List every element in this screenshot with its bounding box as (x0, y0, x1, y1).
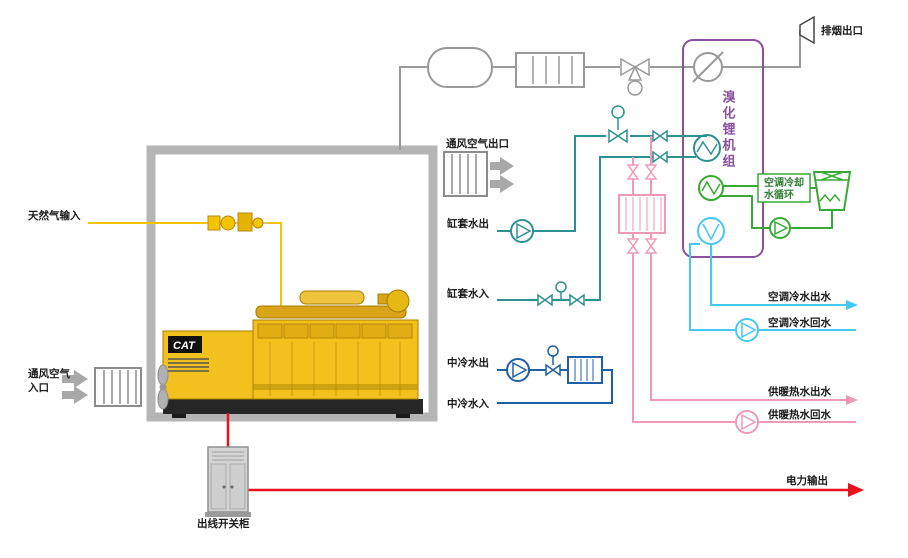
heating-valves (626, 164, 658, 254)
power-output-label: 电力输出 (786, 474, 828, 487)
vent-inlet-louver (94, 367, 142, 407)
generator-hx-icon (693, 134, 721, 162)
jacket-water-pump-icon (510, 219, 534, 243)
cat-logo: CAT (173, 340, 196, 352)
ac-chilled-water-out-label: 空调冷水出水 (768, 290, 831, 303)
cooling-water-label-box (757, 173, 811, 203)
natural-gas-input-label: 天然气输入 (28, 209, 81, 222)
cooling-tower-icon (812, 171, 852, 211)
generator-set: CAT (162, 289, 423, 418)
machine-room-wall (146, 145, 438, 422)
muffler (427, 47, 493, 88)
chilled-out-arrow (846, 300, 858, 310)
ac-cooling-label-2: 水循环 (763, 188, 794, 201)
heating-water-out-label: 供暖热水出水 (767, 385, 831, 398)
condenser-icon (698, 175, 724, 201)
exhaust-outlet-label: 排烟出口 (821, 24, 863, 37)
jacket-bypass-valves (537, 281, 585, 307)
heat-recovery-unit (515, 52, 585, 88)
jacket-water-out-label: 缸套水出 (446, 217, 489, 230)
chilled-water-pump-icon (735, 318, 759, 342)
evaporator-icon (697, 217, 725, 245)
ventilation-fan-icon (157, 364, 169, 410)
jacket-water-pipes (497, 135, 707, 301)
ac-chilled-water-return-label: 空调冷水回水 (768, 316, 831, 329)
jacket-isolation-valves (652, 129, 668, 164)
cooling-water-pump-icon (769, 217, 791, 239)
exhaust-outlet-horn (799, 15, 815, 45)
ac-cooling-label-1: 空调冷却 (764, 176, 804, 189)
exhaust-pipes (399, 30, 801, 150)
gas-train (206, 212, 268, 232)
vent-air-inlet-label-1: 通风空气 (28, 367, 70, 380)
gas-line (88, 222, 282, 306)
switchgear-cabinet (205, 446, 251, 517)
vent-outlet-arrows (490, 157, 514, 193)
heating-pump-icon (735, 410, 759, 434)
intercooler-water-out-label: 中冷水出 (447, 356, 489, 369)
intercooler-water-in-label: 中冷水入 (447, 397, 489, 410)
vent-air-outlet-label: 通风空气出口 (446, 137, 509, 150)
vent-inlet-arrows (62, 370, 88, 404)
jacket-water-in-label: 缸套水入 (446, 287, 489, 300)
heating-pipes (632, 136, 856, 423)
chilled-water-pipes (689, 243, 856, 331)
vent-air-inlet-label-2: 入口 (28, 382, 49, 394)
heating-water-return-label: 供暖热水回水 (767, 408, 831, 421)
power-lines (226, 413, 848, 492)
power-output-arrow (848, 483, 864, 497)
exhaust-three-way-valve (620, 57, 650, 96)
jacket-control-valve (608, 105, 628, 144)
intercooler-radiator-icon (567, 356, 603, 384)
heating-radiator-icon (618, 194, 666, 234)
switchgear-cabinet-label: 出线开关柜 (197, 517, 250, 530)
intercooler-pipes (497, 369, 613, 404)
vent-outlet-louver (443, 151, 488, 197)
heating-out-arrow (846, 395, 858, 405)
chiller-box (682, 39, 764, 258)
intercooler-pump-icon (506, 358, 530, 382)
cooling-water-pipes (719, 185, 833, 229)
cat-logo-plate (168, 336, 202, 353)
chiller-unit-label: 溴化锂机组 (721, 89, 736, 170)
intercooler-valve (545, 345, 561, 377)
exhaust-heat-exchanger-icon (692, 51, 724, 83)
